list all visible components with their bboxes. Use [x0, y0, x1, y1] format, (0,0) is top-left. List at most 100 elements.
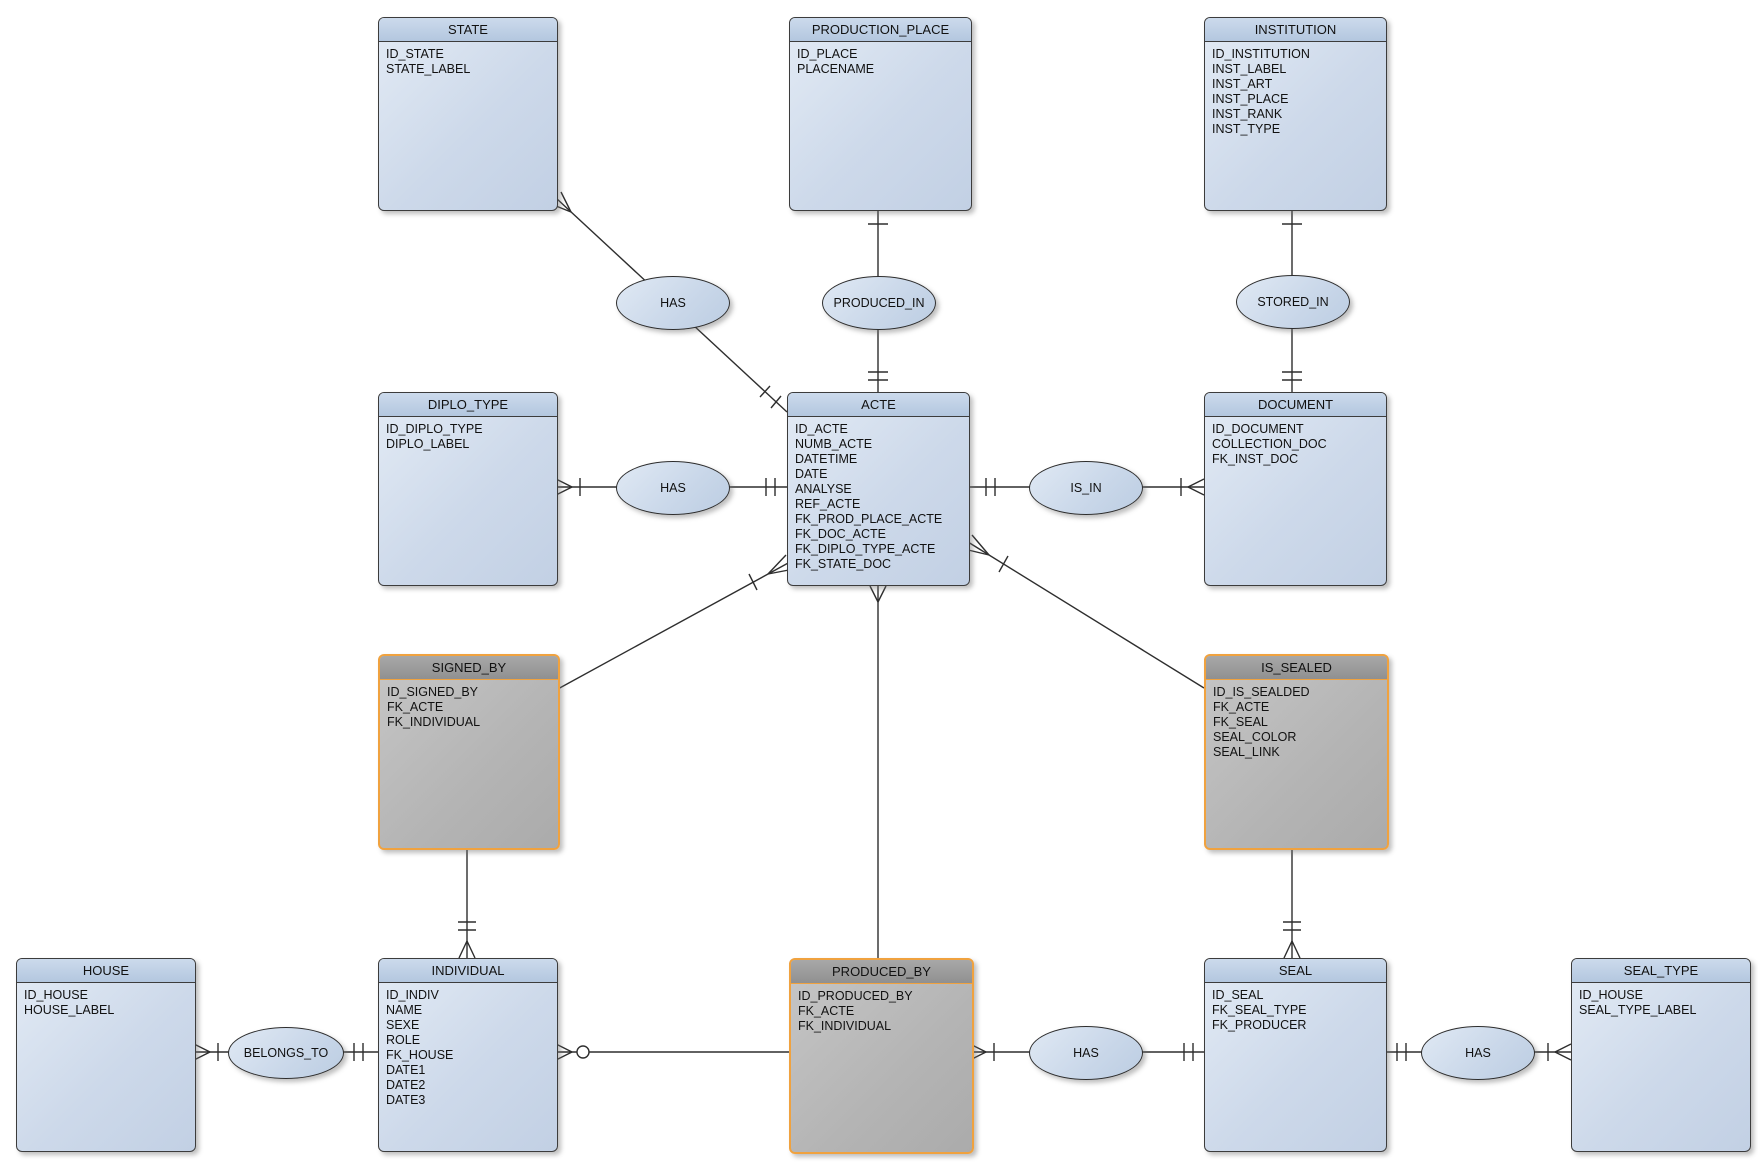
entity-house[interactable]: HOUSE ID_HOUSE HOUSE_LABEL: [16, 958, 196, 1152]
attribute: NAME: [386, 1003, 423, 1017]
attribute: FK_PROD_PLACE_ACTE: [795, 512, 943, 526]
entity-individual[interactable]: INDIVIDUAL ID_INDIV NAME SEXE ROLE FK_HO…: [378, 958, 558, 1152]
attribute: FK_ACTE: [387, 700, 444, 714]
entity-title: SEAL_TYPE: [1572, 959, 1750, 983]
entity-title: ACTE: [788, 393, 969, 417]
attribute: STATE_LABEL: [386, 62, 471, 76]
attribute: DIPLO_LABEL: [386, 437, 470, 451]
attribute: DATE2: [386, 1078, 426, 1092]
relation-oval-stored-in[interactable]: STORED_IN: [1236, 275, 1350, 329]
attribute: ID_DOCUMENT: [1212, 422, 1304, 436]
attribute: DATETIME: [795, 452, 858, 466]
attribute: INST_ART: [1212, 77, 1273, 91]
entity-title: INSTITUTION: [1205, 18, 1386, 42]
entity-diplo-type[interactable]: DIPLO_TYPE ID_DIPLO_TYPE DIPLO_LABEL: [378, 392, 558, 586]
entity-seal[interactable]: SEAL ID_SEAL FK_SEAL_TYPE FK_PRODUCER: [1204, 958, 1387, 1152]
entity-attributes: ID_HOUSE SEAL_TYPE_LABEL: [1572, 983, 1750, 1023]
entity-attributes: ID_SEAL FK_SEAL_TYPE FK_PRODUCER: [1205, 983, 1386, 1038]
attribute: ANALYSE: [795, 482, 852, 496]
entity-title: PRODUCED_BY: [791, 960, 972, 984]
entity-institution[interactable]: INSTITUTION ID_INSTITUTION INST_LABEL IN…: [1204, 17, 1387, 211]
connector-acte-producedby: [869, 584, 887, 958]
entity-title: DIPLO_TYPE: [379, 393, 557, 417]
attribute: HOUSE_LABEL: [24, 1003, 115, 1017]
attribute: FK_DOC_ACTE: [795, 527, 886, 541]
attribute: INST_PLACE: [1212, 92, 1289, 106]
attribute: ID_IS_SEALDED: [1213, 685, 1310, 699]
attribute: FK_SEAL: [1213, 715, 1268, 729]
entity-attributes: ID_DOCUMENT COLLECTION_DOC FK_INST_DOC: [1205, 417, 1386, 472]
relation-oval-belongs-to[interactable]: BELONGS_TO: [228, 1027, 344, 1079]
relation-oval-has-diplo-acte[interactable]: HAS: [616, 461, 730, 515]
attribute: FK_PRODUCER: [1212, 1018, 1307, 1032]
entity-attributes: ID_INDIV NAME SEXE ROLE FK_HOUSE DATE1 D…: [379, 983, 557, 1113]
attribute: ID_STATE: [386, 47, 444, 61]
relation-oval-has-seal-sealtype[interactable]: HAS: [1421, 1026, 1535, 1080]
connector-issealed-seal: [1283, 846, 1301, 959]
attribute: ID_SEAL: [1212, 988, 1264, 1002]
entity-title: STATE: [379, 18, 557, 42]
relation-oval-produced-in[interactable]: PRODUCED_IN: [822, 276, 936, 330]
entity-attributes: ID_IS_SEALDED FK_ACTE FK_SEAL SEAL_COLOR…: [1206, 680, 1387, 765]
entity-title: SIGNED_BY: [380, 656, 558, 680]
connector-acte-issealed: [963, 534, 1205, 689]
entity-title: IS_SEALED: [1206, 656, 1387, 680]
connector-individual-producedby: [555, 1043, 789, 1061]
attribute: FK_DIPLO_TYPE_ACTE: [795, 542, 936, 556]
attribute: ID_ACTE: [795, 422, 848, 436]
attribute: ID_INDIV: [386, 988, 439, 1002]
attribute: ID_PRODUCED_BY: [798, 989, 913, 1003]
entity-attributes: ID_HOUSE HOUSE_LABEL: [17, 983, 195, 1023]
entity-is-sealed[interactable]: IS_SEALED ID_IS_SEALDED FK_ACTE FK_SEAL …: [1204, 654, 1389, 850]
attribute: DATE1: [386, 1063, 426, 1077]
entity-attributes: ID_PLACE PLACENAME: [790, 42, 971, 82]
attribute: FK_INDIVIDUAL: [798, 1019, 892, 1033]
entity-title: SEAL: [1205, 959, 1386, 983]
connector-acte-signedby: [555, 554, 795, 691]
entity-title: PRODUCTION_PLACE: [790, 18, 971, 42]
attribute: SEAL_TYPE_LABEL: [1579, 1003, 1697, 1017]
entity-attributes: ID_STATE STATE_LABEL: [379, 42, 557, 82]
attribute: PLACENAME: [797, 62, 875, 76]
attribute: REF_ACTE: [795, 497, 861, 511]
attribute: INST_RANK: [1212, 107, 1283, 121]
entity-title: INDIVIDUAL: [379, 959, 557, 983]
entity-acte[interactable]: ACTE ID_ACTE NUMB_ACTE DATETIME DATE ANA…: [787, 392, 970, 586]
attribute: FK_SEAL_TYPE: [1212, 1003, 1307, 1017]
relation-oval-is-in[interactable]: IS_IN: [1029, 461, 1143, 515]
attribute: FK_ACTE: [798, 1004, 855, 1018]
entity-title: HOUSE: [17, 959, 195, 983]
attribute: INST_TYPE: [1212, 122, 1281, 136]
relation-oval-has-producedby-seal[interactable]: HAS: [1029, 1026, 1143, 1080]
attribute: FK_HOUSE: [386, 1048, 454, 1062]
entity-production-place[interactable]: PRODUCTION_PLACE ID_PLACE PLACENAME: [789, 17, 972, 211]
attribute: ID_HOUSE: [24, 988, 88, 1002]
entity-signed-by[interactable]: SIGNED_BY ID_SIGNED_BY FK_ACTE FK_INDIVI…: [378, 654, 560, 850]
attribute: COLLECTION_DOC: [1212, 437, 1327, 451]
entity-attributes: ID_DIPLO_TYPE DIPLO_LABEL: [379, 417, 557, 457]
entity-attributes: ID_INSTITUTION INST_LABEL INST_ART INST_…: [1205, 42, 1386, 142]
entity-attributes: ID_PRODUCED_BY FK_ACTE FK_INDIVIDUAL: [791, 984, 972, 1039]
attribute: ROLE: [386, 1033, 421, 1047]
entity-attributes: ID_ACTE NUMB_ACTE DATETIME DATE ANALYSE …: [788, 417, 969, 577]
attribute: DATE: [795, 467, 828, 481]
entity-document[interactable]: DOCUMENT ID_DOCUMENT COLLECTION_DOC FK_I…: [1204, 392, 1387, 586]
attribute: NUMB_ACTE: [795, 437, 873, 451]
attribute: DATE3: [386, 1093, 426, 1107]
attribute: FK_INDIVIDUAL: [387, 715, 481, 729]
attribute: SEXE: [386, 1018, 420, 1032]
attribute: FK_STATE_DOC: [795, 557, 892, 571]
attribute: ID_SIGNED_BY: [387, 685, 479, 699]
entity-seal-type[interactable]: SEAL_TYPE ID_HOUSE SEAL_TYPE_LABEL: [1571, 958, 1751, 1152]
attribute: FK_ACTE: [1213, 700, 1270, 714]
attribute: INST_LABEL: [1212, 62, 1287, 76]
entity-state[interactable]: STATE ID_STATE STATE_LABEL: [378, 17, 558, 211]
attribute: SEAL_COLOR: [1213, 730, 1297, 744]
attribute: FK_INST_DOC: [1212, 452, 1299, 466]
entity-title: DOCUMENT: [1205, 393, 1386, 417]
attribute: ID_HOUSE: [1579, 988, 1643, 1002]
entity-produced-by[interactable]: PRODUCED_BY ID_PRODUCED_BY FK_ACTE FK_IN…: [789, 958, 974, 1154]
attribute: ID_DIPLO_TYPE: [386, 422, 483, 436]
relation-oval-has-state-acte[interactable]: HAS: [616, 276, 730, 330]
